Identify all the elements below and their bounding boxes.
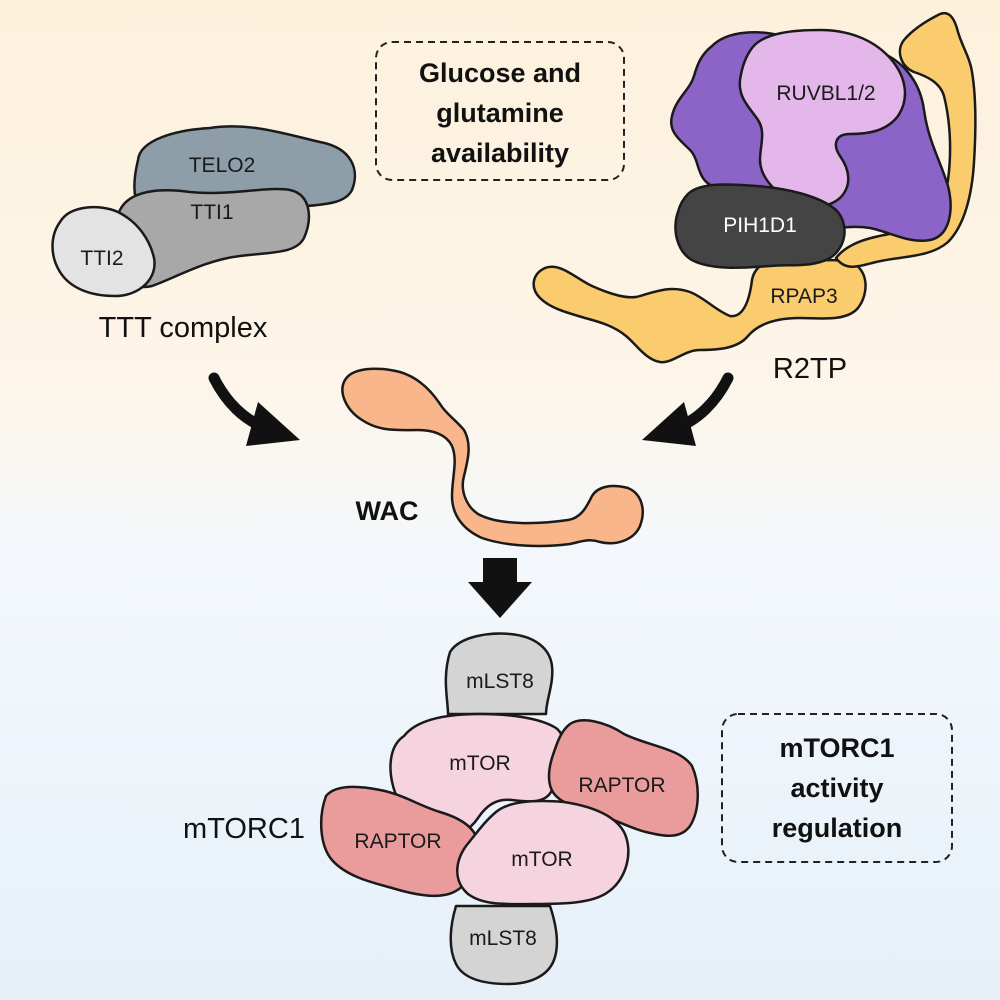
rpap3-shape	[532, 258, 867, 364]
mtor-top-label: mTOR	[449, 752, 510, 775]
mtor-top-shape	[389, 712, 566, 836]
telo2-label: TELO2	[189, 154, 256, 177]
ruvbl-label: RUVBL1/2	[776, 82, 875, 105]
wac-label: WAC	[356, 496, 419, 526]
r2tp-complex-label: R2TP	[773, 353, 847, 385]
regulation-box: mTORC1 activity regulation	[721, 713, 953, 863]
arrow-r2tp-to-wac	[642, 372, 734, 446]
wac-shape	[341, 367, 644, 548]
ttt-complex-label: TTT complex	[99, 312, 268, 344]
mtorc1-complex: mLST8 mTOR RAPTOR RAPTOR mTOR mLST8 mTOR…	[183, 632, 700, 986]
mtor-bottom-shape	[456, 799, 630, 906]
raptor-right-label: RAPTOR	[578, 774, 665, 797]
rpap3-label: RPAP3	[770, 285, 837, 308]
regulation-line-2: activity	[790, 773, 883, 803]
mtorc1-label: mTORC1	[183, 813, 305, 845]
mlst8-bottom-label: mLST8	[469, 927, 537, 950]
ruvbl-light-shape	[738, 28, 907, 208]
conditions-line-1: Glucose and	[419, 58, 581, 88]
wac-protein: WAC	[341, 367, 644, 548]
raptor-left-label: RAPTOR	[354, 830, 441, 853]
regulation-line-1: mTORC1	[779, 733, 894, 763]
arrow-down-to-mtorc1	[468, 558, 532, 618]
tti1-label: TTI1	[190, 201, 233, 224]
mtor-bottom-label: mTOR	[511, 848, 572, 871]
conditions-line-2: glutamine	[436, 98, 564, 128]
pih1d1-label: PIH1D1	[723, 214, 797, 237]
mlst8-top-label: mLST8	[466, 670, 534, 693]
r2tp-complex: RUVBL1/2 PIH1D1 RPAP3 R2TP	[532, 11, 977, 385]
conditions-box: Glucose and glutamine availability	[375, 41, 625, 181]
mlst8-top-shape	[444, 632, 554, 716]
tti2-shape	[51, 206, 156, 298]
pih1d1-shape	[674, 183, 846, 270]
conditions-line-3: availability	[431, 138, 569, 168]
regulation-line-3: regulation	[772, 813, 903, 843]
mlst8-bottom-shape	[449, 904, 559, 986]
arrow-ttt-to-wac	[208, 372, 300, 446]
ttt-complex: TELO2 TTI1 TTI2 TTT complex	[51, 125, 357, 344]
tti2-label: TTI2	[80, 247, 123, 270]
